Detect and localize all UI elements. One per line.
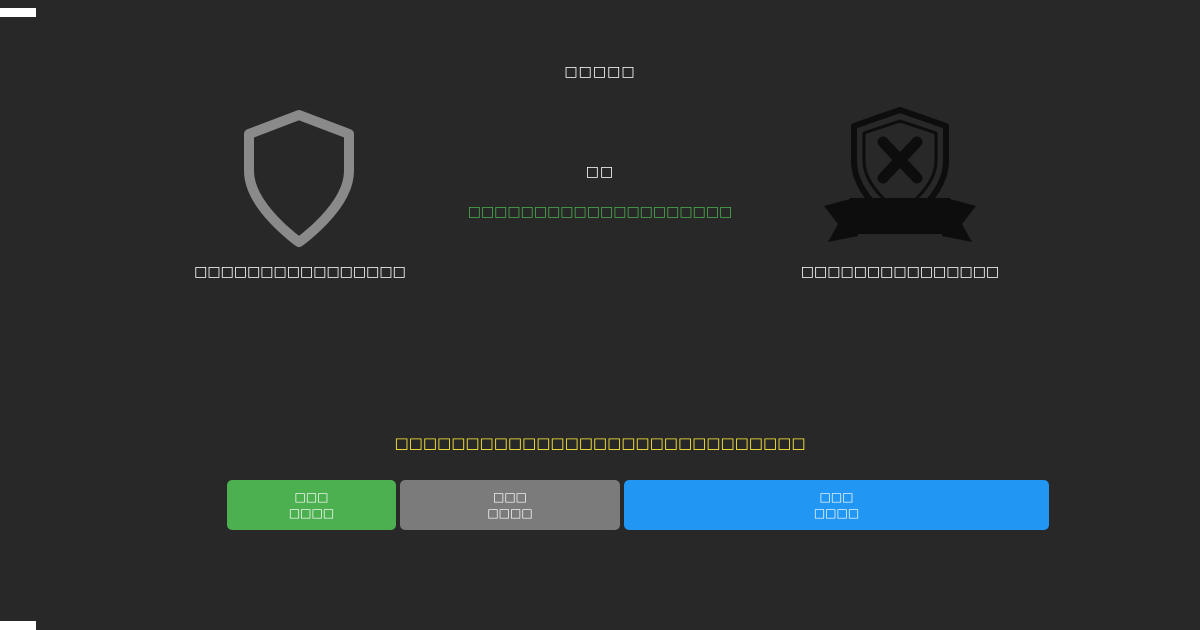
gray-action-button-line2: □□□□ bbox=[487, 506, 533, 520]
page-title: □□□□□ bbox=[564, 64, 636, 80]
green-action-button[interactable]: □□□ □□□□ bbox=[227, 480, 396, 530]
gray-action-button-line1: □□□ bbox=[492, 490, 527, 504]
left-shield-caption: □□□□□□□□□□□□□□□□ bbox=[194, 264, 406, 280]
green-action-button-line1: □□□ bbox=[294, 490, 329, 504]
gray-action-button[interactable]: □□□ □□□□ bbox=[400, 480, 620, 530]
page-artifact-bottom-left bbox=[0, 621, 36, 630]
blue-action-button[interactable]: □□□ □□□□ bbox=[624, 480, 1049, 530]
green-action-button-line2: □□□□ bbox=[288, 506, 335, 520]
center-label: □□ bbox=[585, 164, 615, 180]
blue-action-button-line2: □□□□ bbox=[813, 506, 860, 520]
page-artifact-top-left bbox=[0, 8, 36, 17]
warning-notice: □□□□□□□□□□□□□□□□□□□□□□□□□□□□□ bbox=[394, 434, 806, 452]
center-status-message: □□□□□□□□□□□□□□□□□□□□ bbox=[467, 204, 733, 220]
right-shield-caption: □□□□□□□□□□□□□□□ bbox=[800, 264, 1000, 280]
action-button-row: □□□ □□□□ □□□ □□□□ □□□ □□□□ bbox=[227, 480, 1049, 530]
blue-action-button-line1: □□□ bbox=[819, 490, 854, 504]
shield-x-banner-icon bbox=[822, 106, 978, 246]
shield-outline-icon bbox=[241, 108, 357, 250]
